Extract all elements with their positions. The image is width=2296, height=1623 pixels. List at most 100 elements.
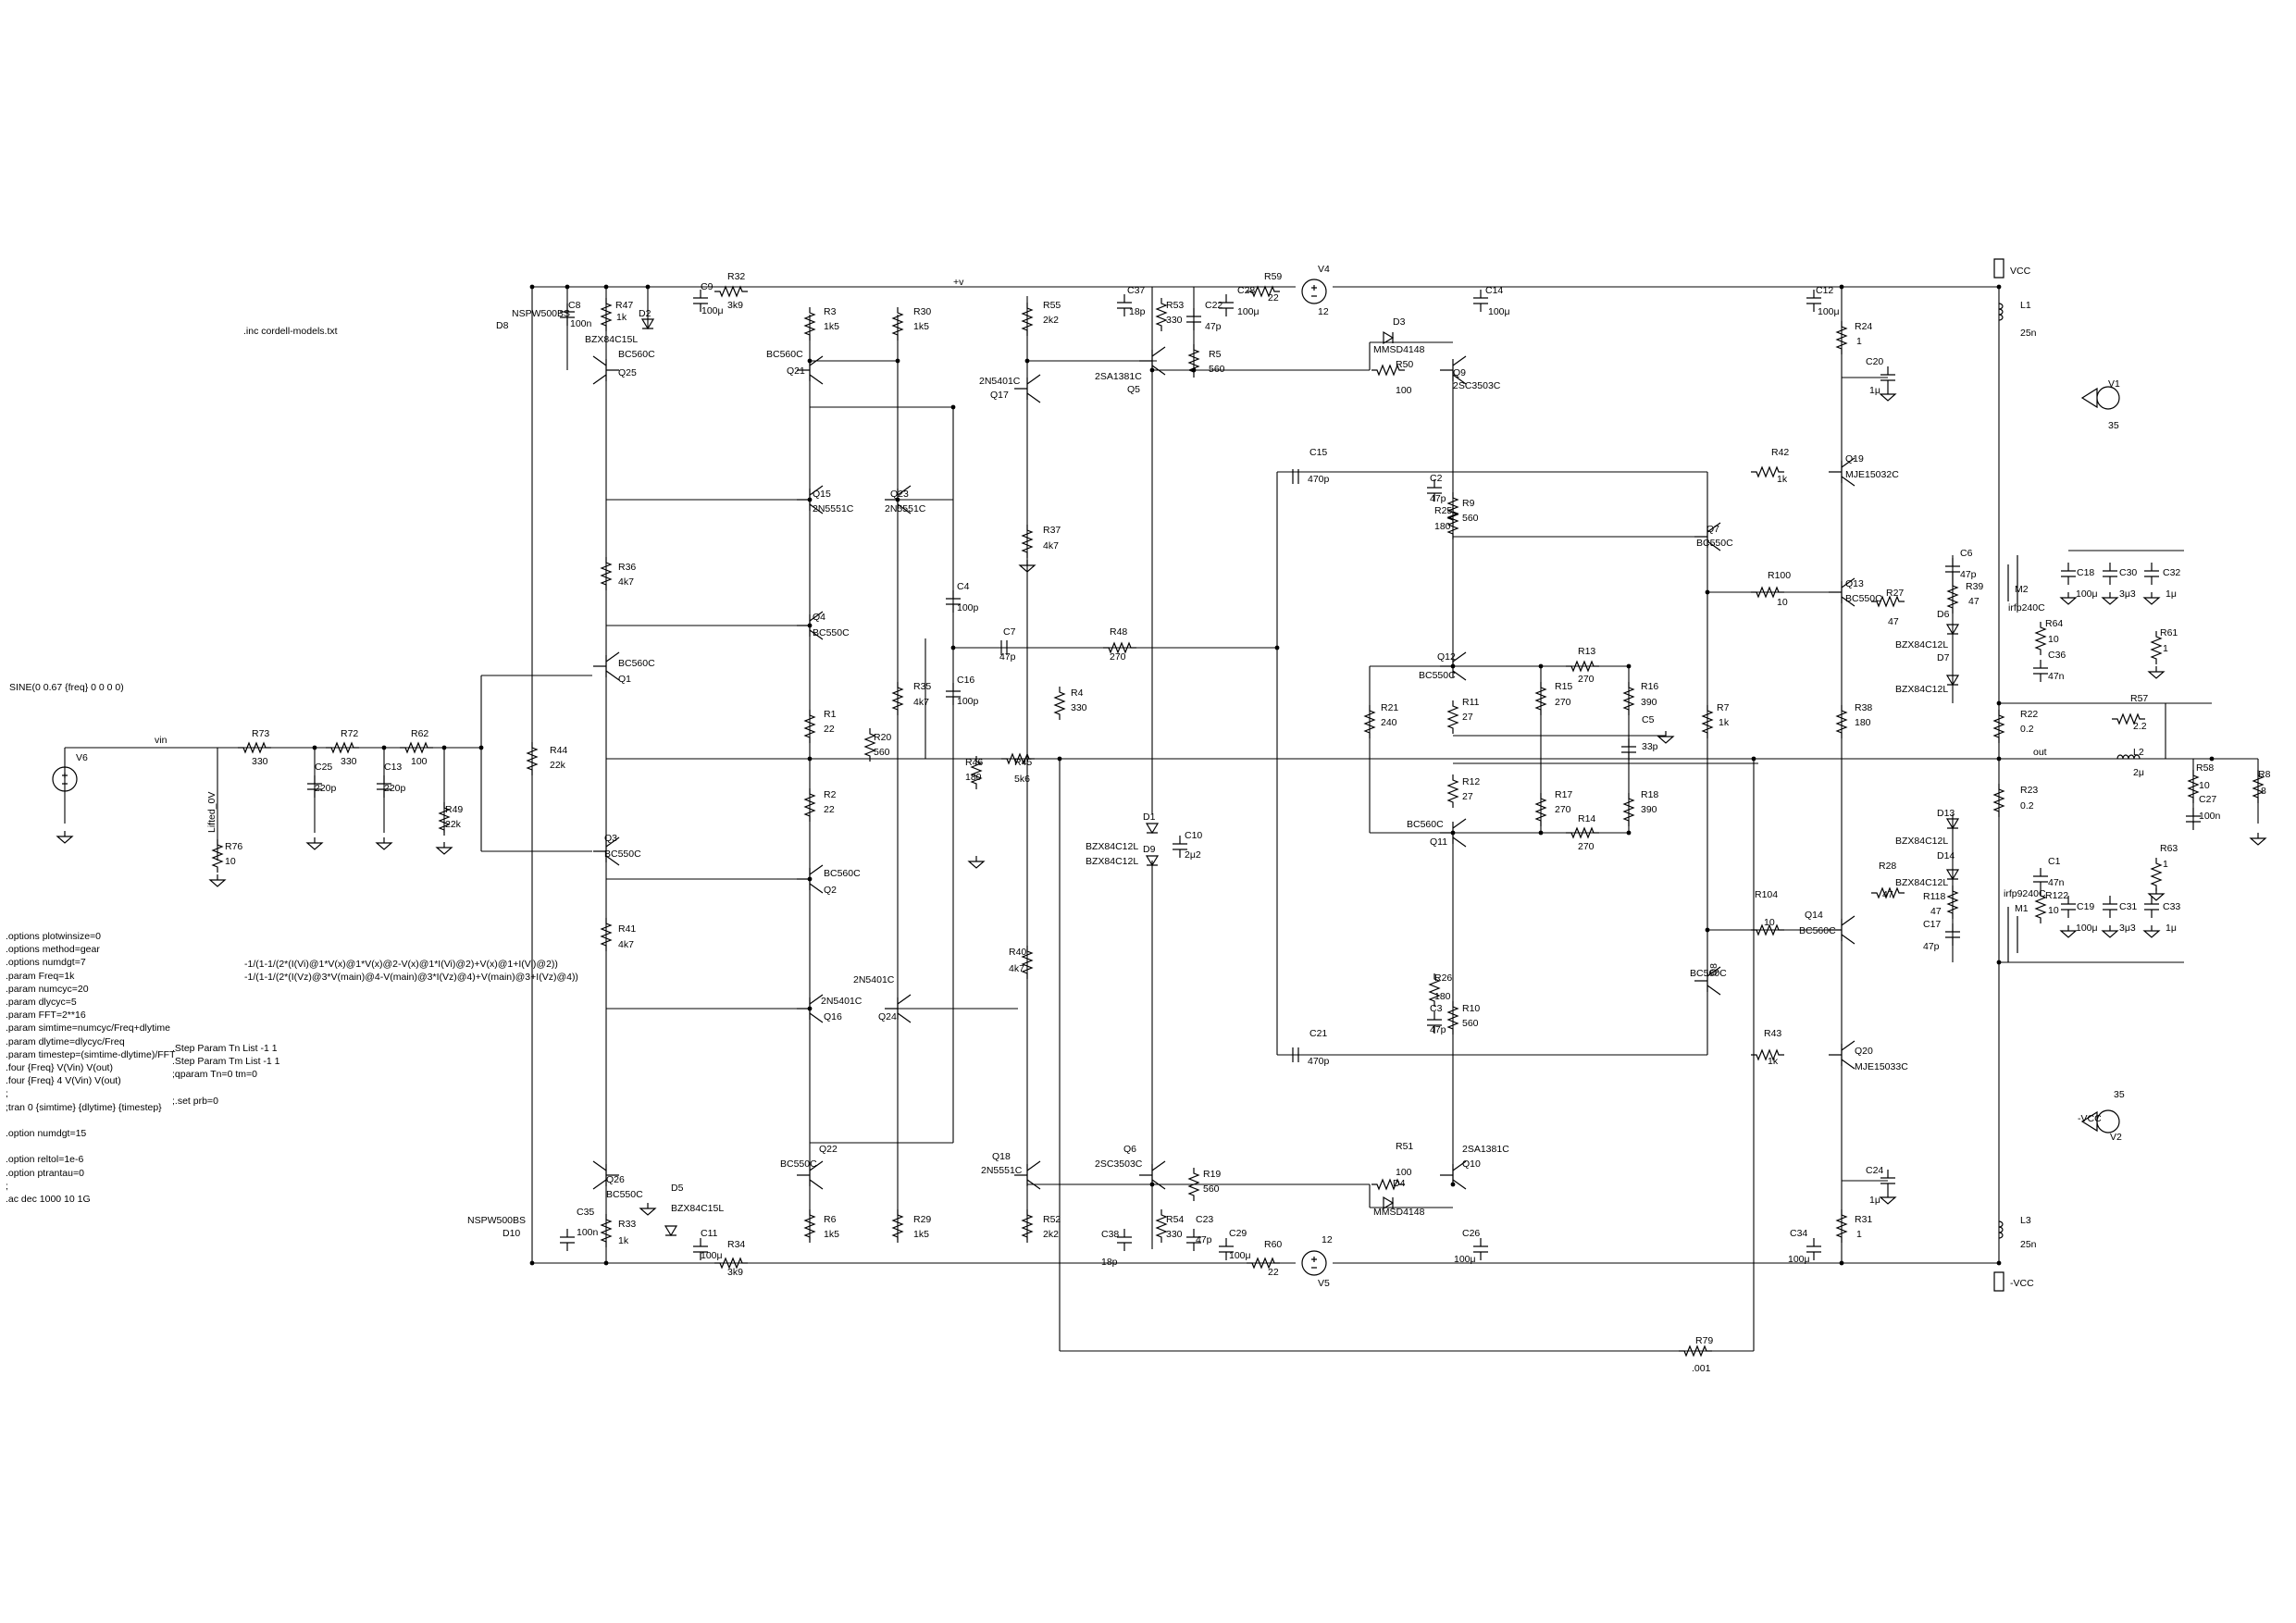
component-label: 180 xyxy=(1434,521,1451,532)
component-label: R8 xyxy=(2258,769,2271,780)
component-label: BZX84C12L xyxy=(1895,684,1948,695)
capacitor-symbol xyxy=(377,775,391,798)
junction-dot xyxy=(1996,756,2002,762)
component-label: 47 xyxy=(1930,906,1942,917)
component-label: Q18 xyxy=(992,1151,1011,1162)
directive-line: .options numdgt=7 xyxy=(6,957,86,969)
component-label: C31 xyxy=(2119,901,2137,912)
diode-symbol xyxy=(640,318,655,330)
component-label: R40 xyxy=(1009,947,1026,958)
component-label: 180 xyxy=(965,772,982,783)
component-label: 2N5551C xyxy=(981,1165,1023,1176)
component-label: Lifted_0V xyxy=(206,792,217,833)
component-label: C9 xyxy=(701,281,714,292)
directive-line: ;tran 0 {simtime} {dlytime} {timestep} xyxy=(6,1101,162,1113)
expression-line: -1/(1-1/(2*(I(Vi)@1*V(x)@1*V(x)@2-V(x)@1… xyxy=(244,959,558,970)
component-label: C17 xyxy=(1923,919,1941,930)
component-label: 560 xyxy=(1209,364,1225,375)
directive-line: .Step Param Tn List -1 1 xyxy=(172,1043,278,1054)
capacitor-symbol xyxy=(1117,1229,1132,1251)
transistor-symbol xyxy=(1829,577,1855,607)
diode-symbol xyxy=(1383,1196,1395,1210)
component-label: C21 xyxy=(1309,1028,1327,1039)
transistor-symbol xyxy=(1694,966,1721,996)
component-label: C14 xyxy=(1485,285,1503,296)
resistor-symbol xyxy=(1446,506,1459,539)
component-label: R36 xyxy=(618,562,636,573)
component-label: C11 xyxy=(701,1228,718,1239)
component-label: R104 xyxy=(1755,889,1778,900)
component-label: BC560C xyxy=(618,658,655,669)
resistor-symbol xyxy=(1363,705,1376,738)
component-label: R15 xyxy=(1555,681,1572,692)
transistor-symbol xyxy=(1139,346,1166,376)
ground-symbol xyxy=(208,874,227,887)
resistor-symbol xyxy=(600,918,613,951)
component-label: BZX84C12L xyxy=(1086,856,1138,867)
resistor-symbol xyxy=(1021,1209,1034,1243)
junction-dot xyxy=(807,756,813,762)
component-label: L1 xyxy=(2020,300,2031,311)
component-symbols xyxy=(52,258,2267,1357)
component-label: R4 xyxy=(1071,688,1084,699)
component-label: 100n xyxy=(2199,811,2221,822)
component-label: 10 xyxy=(2199,780,2210,791)
transistor-symbol xyxy=(797,355,824,385)
component-label: 100μ xyxy=(1229,1250,1251,1261)
component-label: V2 xyxy=(2110,1132,2122,1143)
component-label: R37 xyxy=(1043,525,1061,536)
component-label: 100p xyxy=(957,696,979,707)
capacitor-symbol xyxy=(693,290,708,312)
component-label: 100μ xyxy=(1788,1254,1810,1265)
diode-symbol xyxy=(1145,823,1160,835)
component-label: -VCC xyxy=(2010,1278,2034,1289)
resistor-symbol xyxy=(2034,622,2047,655)
component-label: R122 xyxy=(2045,890,2068,901)
component-label: C7 xyxy=(1003,626,1016,638)
resistor-symbol xyxy=(1446,700,1459,734)
component-label: Q12 xyxy=(1437,651,1456,663)
directive-line: .param dlycyc=5 xyxy=(6,997,77,1009)
capacitor-symbol xyxy=(1000,640,1008,655)
component-label: D9 xyxy=(1143,844,1156,855)
resistor-symbol xyxy=(1155,1209,1168,1243)
component-label: D1 xyxy=(1143,812,1156,823)
transistor-symbol xyxy=(1440,818,1467,848)
inductor-symbol xyxy=(1998,1220,2004,1239)
component-label: C16 xyxy=(957,675,974,686)
resistor-symbol xyxy=(714,285,748,298)
component-label: L3 xyxy=(2020,1215,2031,1226)
capacitor-symbol xyxy=(1945,923,1960,946)
junction-dot xyxy=(895,358,900,364)
directive-line: ; xyxy=(6,1088,8,1100)
component-label: Q7 xyxy=(1706,524,1719,535)
component-label: 2N5401C xyxy=(979,376,1021,387)
component-label: C36 xyxy=(2048,650,2066,661)
component-label: D4 xyxy=(1393,1178,1406,1189)
component-label: irfp240C xyxy=(2008,602,2045,613)
junction-dot xyxy=(1705,589,1710,595)
component-label: D8 xyxy=(496,320,509,331)
capacitor-symbol xyxy=(1473,1238,1488,1260)
component-label: 100μ xyxy=(2076,923,2098,934)
component-label: 180 xyxy=(1855,717,1871,728)
transistor-symbol xyxy=(797,864,824,894)
directive-line: .four {Freq} 4 V(Vin) V(out) xyxy=(6,1075,121,1087)
transistor-symbol xyxy=(593,836,620,866)
capacitor-symbol xyxy=(1880,366,1895,389)
capacitor-symbol xyxy=(1806,290,1821,312)
component-label: R63 xyxy=(2160,843,2178,854)
component-label: R42 xyxy=(1771,447,1789,458)
component-label: 560 xyxy=(874,747,890,758)
component-label: C38 xyxy=(1101,1229,1119,1240)
component-label: NSPW500BS xyxy=(512,308,570,319)
component-label: R45 xyxy=(1014,757,1032,768)
component-label: 1μ xyxy=(1869,1195,1880,1206)
resistor-symbol xyxy=(1021,303,1034,336)
component-label: 1k xyxy=(1768,1056,1779,1067)
component-label: C22 xyxy=(1205,300,1222,311)
component-label: 47 xyxy=(1888,616,1899,627)
component-label: R33 xyxy=(618,1219,636,1230)
resistor-symbol xyxy=(1187,1168,1200,1201)
component-label: .001 xyxy=(1692,1363,1711,1374)
